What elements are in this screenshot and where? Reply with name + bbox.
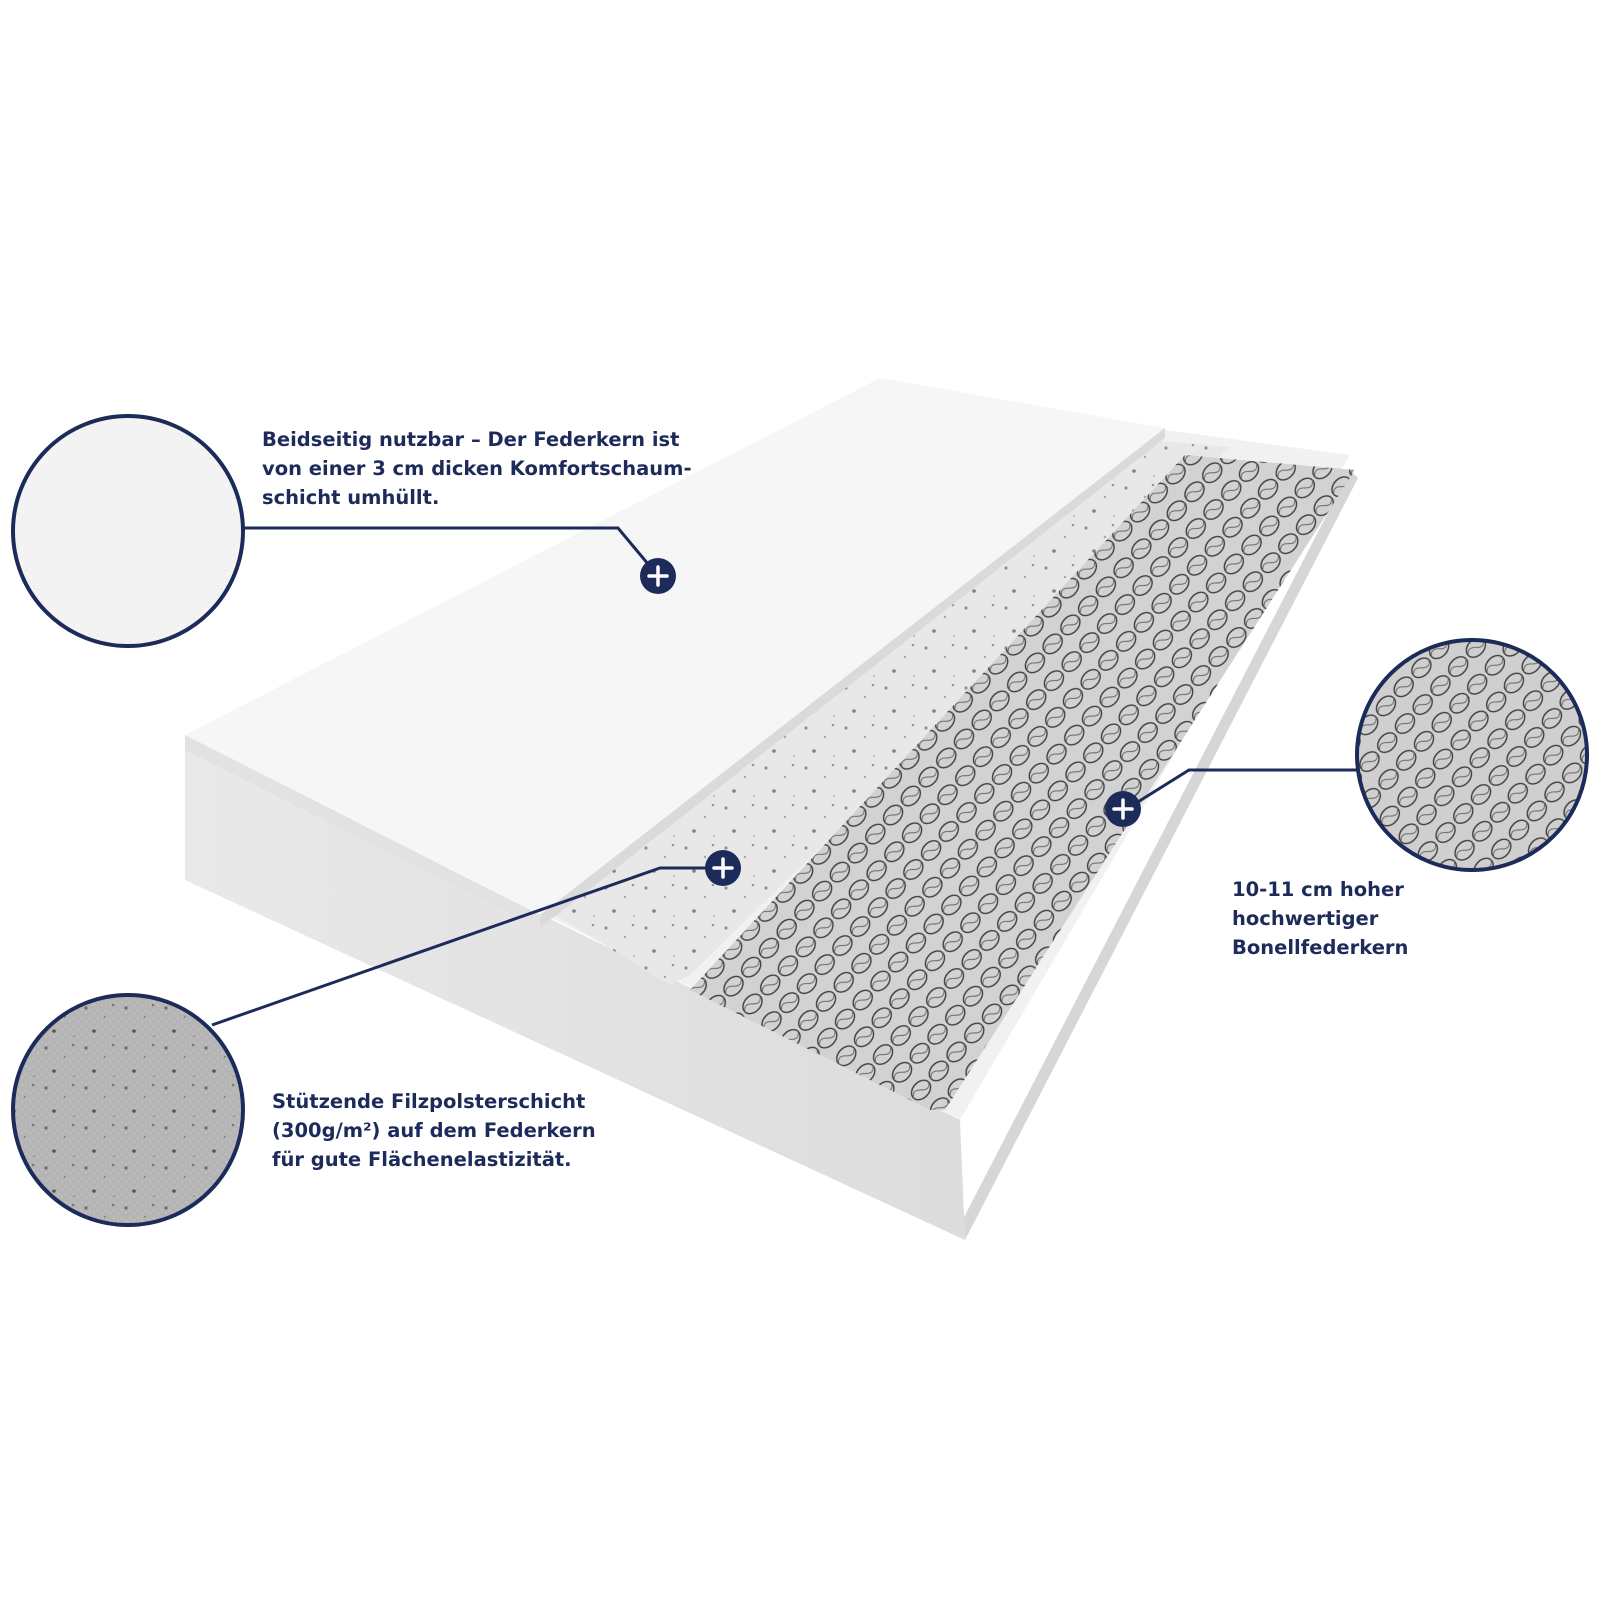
leader-line-felt xyxy=(211,866,707,1027)
caption-spring-core: 10-11 cm hoher hochwertiger Bonellfederk… xyxy=(1232,875,1408,962)
leader-lines xyxy=(211,526,1356,1027)
foam-top-layer xyxy=(185,378,1165,915)
foam-top-edge xyxy=(185,735,540,928)
felt-detail-circle xyxy=(11,993,245,1227)
felt-texture xyxy=(555,440,1230,985)
caption-line: hochwertiger xyxy=(1232,907,1379,930)
hotspot-foam[interactable] xyxy=(640,558,676,594)
caption-line: 10-11 cm hoher xyxy=(1232,878,1404,901)
hotspot-felt[interactable] xyxy=(705,850,741,886)
caption-line: schicht umhüllt. xyxy=(262,486,440,509)
mattress-base-front xyxy=(185,740,965,1240)
hotspot-spring[interactable] xyxy=(1105,791,1141,827)
plus-icon xyxy=(647,565,669,587)
caption-line: (300g/m²) auf dem Federkern xyxy=(272,1119,596,1142)
caption-felt-layer: Stützende Filzpolsterschicht (300g/m²) a… xyxy=(272,1087,596,1174)
caption-line: Beidseitig nutzbar – Der Federkern ist xyxy=(262,428,680,451)
caption-line: Bonellfederkern xyxy=(1232,936,1409,959)
leader-line-foam xyxy=(244,526,660,577)
leader-line-spring xyxy=(1124,768,1356,812)
caption-line: Stützende Filzpolsterschicht xyxy=(272,1090,586,1113)
caption-line: für gute Flächenelastizität. xyxy=(272,1148,572,1171)
mattress-right-side xyxy=(960,470,1358,1240)
foam-side-edge xyxy=(540,428,1165,928)
plus-icon xyxy=(712,857,734,879)
caption-line: von einer 3 cm dicken Komfortschaum- xyxy=(262,457,692,480)
spring-detail-circle xyxy=(1355,638,1589,872)
plus-icon xyxy=(1112,798,1134,820)
caption-foam-layer: Beidseitig nutzbar – Der Federkern ist v… xyxy=(262,425,692,512)
foam-detail-circle xyxy=(11,414,245,648)
